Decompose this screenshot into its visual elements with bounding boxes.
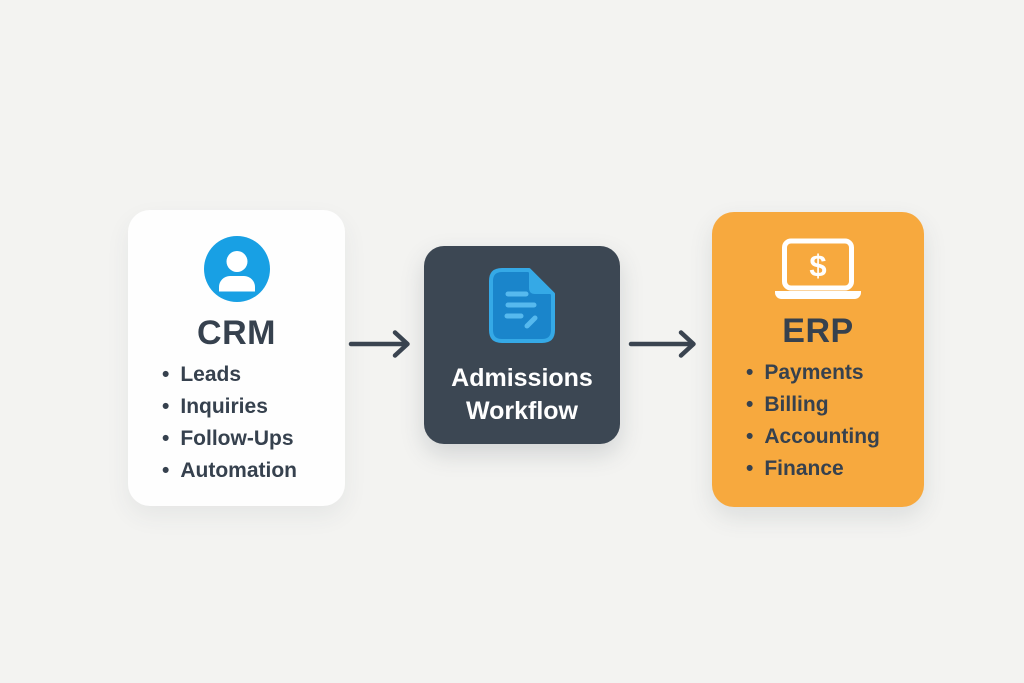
erp-item-payments: Payments [746, 357, 880, 389]
erp-feature-list: Payments Billing Accounting Finance [746, 357, 880, 485]
workflow-title: Admissions Workflow [451, 364, 593, 425]
laptop-dollar-icon: $ [774, 238, 862, 300]
user-icon [203, 236, 270, 302]
erp-item-finance: Finance [746, 453, 880, 485]
erp-item-accounting: Accounting [746, 421, 880, 453]
crm-item-inquiries: Inquiries [162, 391, 297, 423]
crm-item-leads: Leads [162, 359, 297, 391]
crm-node: CRM Leads Inquiries Follow-Ups Automatio… [128, 210, 345, 506]
crm-item-follow-ups: Follow-Ups [162, 423, 297, 455]
document-icon [487, 267, 557, 345]
admissions-workflow-node: Admissions Workflow [424, 246, 620, 444]
erp-item-billing: Billing [746, 389, 880, 421]
erp-title: ERP [782, 312, 854, 350]
svg-text:$: $ [809, 248, 826, 283]
crm-item-automation: Automation [162, 455, 297, 487]
arrow-crm-to-workflow [348, 330, 410, 358]
erp-node: $ ERP Payments Billing Accounting Financ… [712, 212, 924, 507]
crm-title: CRM [197, 314, 276, 352]
arrow-workflow-to-erp [628, 330, 696, 358]
crm-feature-list: Leads Inquiries Follow-Ups Automation [162, 359, 297, 487]
